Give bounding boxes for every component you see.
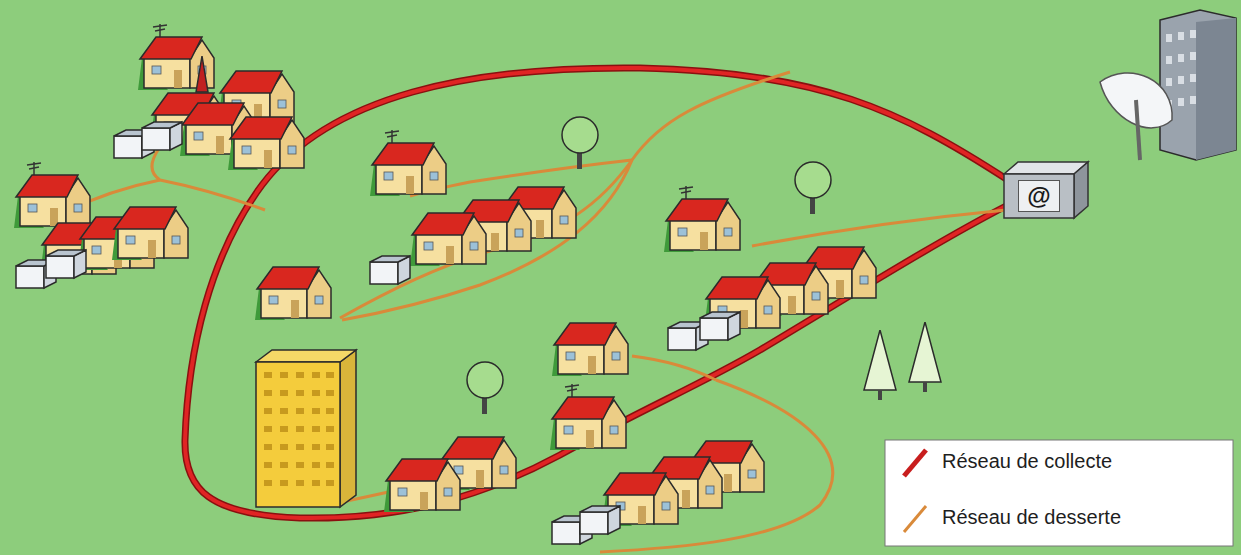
router-symbol: @ bbox=[1018, 180, 1059, 212]
tower-building bbox=[256, 350, 356, 507]
legend-frame bbox=[885, 440, 1233, 546]
house bbox=[550, 397, 626, 450]
house bbox=[370, 143, 446, 196]
house bbox=[255, 267, 331, 320]
tree bbox=[795, 162, 831, 214]
satellite-dish bbox=[1100, 73, 1172, 160]
antenna bbox=[385, 130, 399, 144]
conifer-tree bbox=[864, 330, 896, 400]
antenna bbox=[679, 186, 693, 200]
garage bbox=[370, 256, 410, 284]
house bbox=[664, 199, 740, 252]
house bbox=[228, 117, 304, 170]
garage bbox=[700, 312, 740, 340]
tree bbox=[562, 117, 598, 169]
garage bbox=[142, 122, 182, 150]
antenna bbox=[27, 162, 41, 176]
house bbox=[410, 213, 486, 266]
house bbox=[384, 459, 460, 512]
distribution-line bbox=[752, 210, 1006, 246]
distribution-line bbox=[600, 380, 833, 552]
antenna bbox=[565, 384, 579, 398]
conifer-tree bbox=[909, 322, 941, 392]
tree bbox=[467, 362, 503, 414]
data-center bbox=[1160, 10, 1236, 160]
distribution-network bbox=[65, 72, 1006, 552]
antenna bbox=[153, 24, 167, 38]
house bbox=[112, 207, 188, 260]
garage bbox=[580, 506, 620, 534]
legend-sample-line bbox=[904, 450, 926, 476]
legend-sample-line bbox=[904, 506, 926, 532]
legend-label: Réseau de desserte bbox=[942, 506, 1121, 529]
house bbox=[14, 175, 90, 228]
distribution-line bbox=[632, 356, 716, 380]
church-steeple bbox=[196, 56, 208, 92]
router-box: @ bbox=[1004, 162, 1088, 218]
garage bbox=[46, 250, 86, 278]
house bbox=[552, 323, 628, 376]
legend-label: Réseau de collecte bbox=[942, 450, 1112, 473]
